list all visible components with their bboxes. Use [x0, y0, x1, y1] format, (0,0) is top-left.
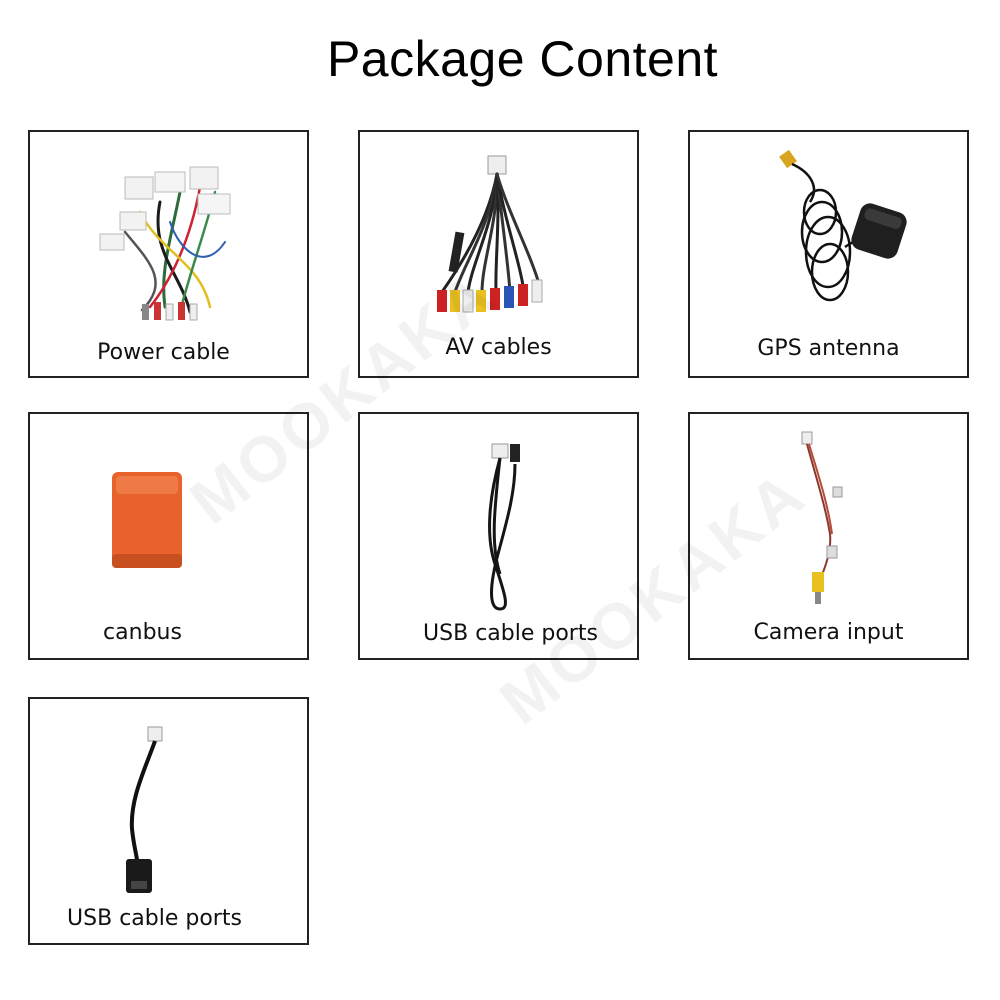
item-canbus: canbus [28, 412, 309, 660]
item-label: USB cable ports [423, 621, 598, 646]
item-usb-cable: USB cable ports [358, 412, 639, 660]
power-cable-icon [99, 166, 231, 321]
usb-cable-icon [488, 443, 520, 611]
item-label: AV cables [445, 335, 552, 360]
page-title: Package Content [326, 31, 719, 87]
item-label: Power cable [97, 340, 230, 365]
item-label: USB cable ports [67, 906, 242, 931]
canbus-box-icon [112, 472, 182, 568]
item-power-cable: Power cable [28, 130, 309, 378]
item-label: GPS antenna [757, 336, 900, 361]
item-av-cables: AV cables [358, 130, 639, 378]
av-cables-icon [437, 155, 543, 313]
item-usb-adapter-cable: USB cable ports [28, 697, 309, 945]
item-label: canbus [103, 620, 182, 645]
item-label: Camera input [753, 620, 904, 645]
camera-input-cable-icon [801, 431, 843, 604]
usb-adapter-cable-icon [126, 726, 163, 893]
item-camera-input: Camera input [688, 412, 969, 660]
item-gps-antenna: GPS antenna [688, 130, 969, 378]
gps-antenna-icon [779, 149, 907, 302]
